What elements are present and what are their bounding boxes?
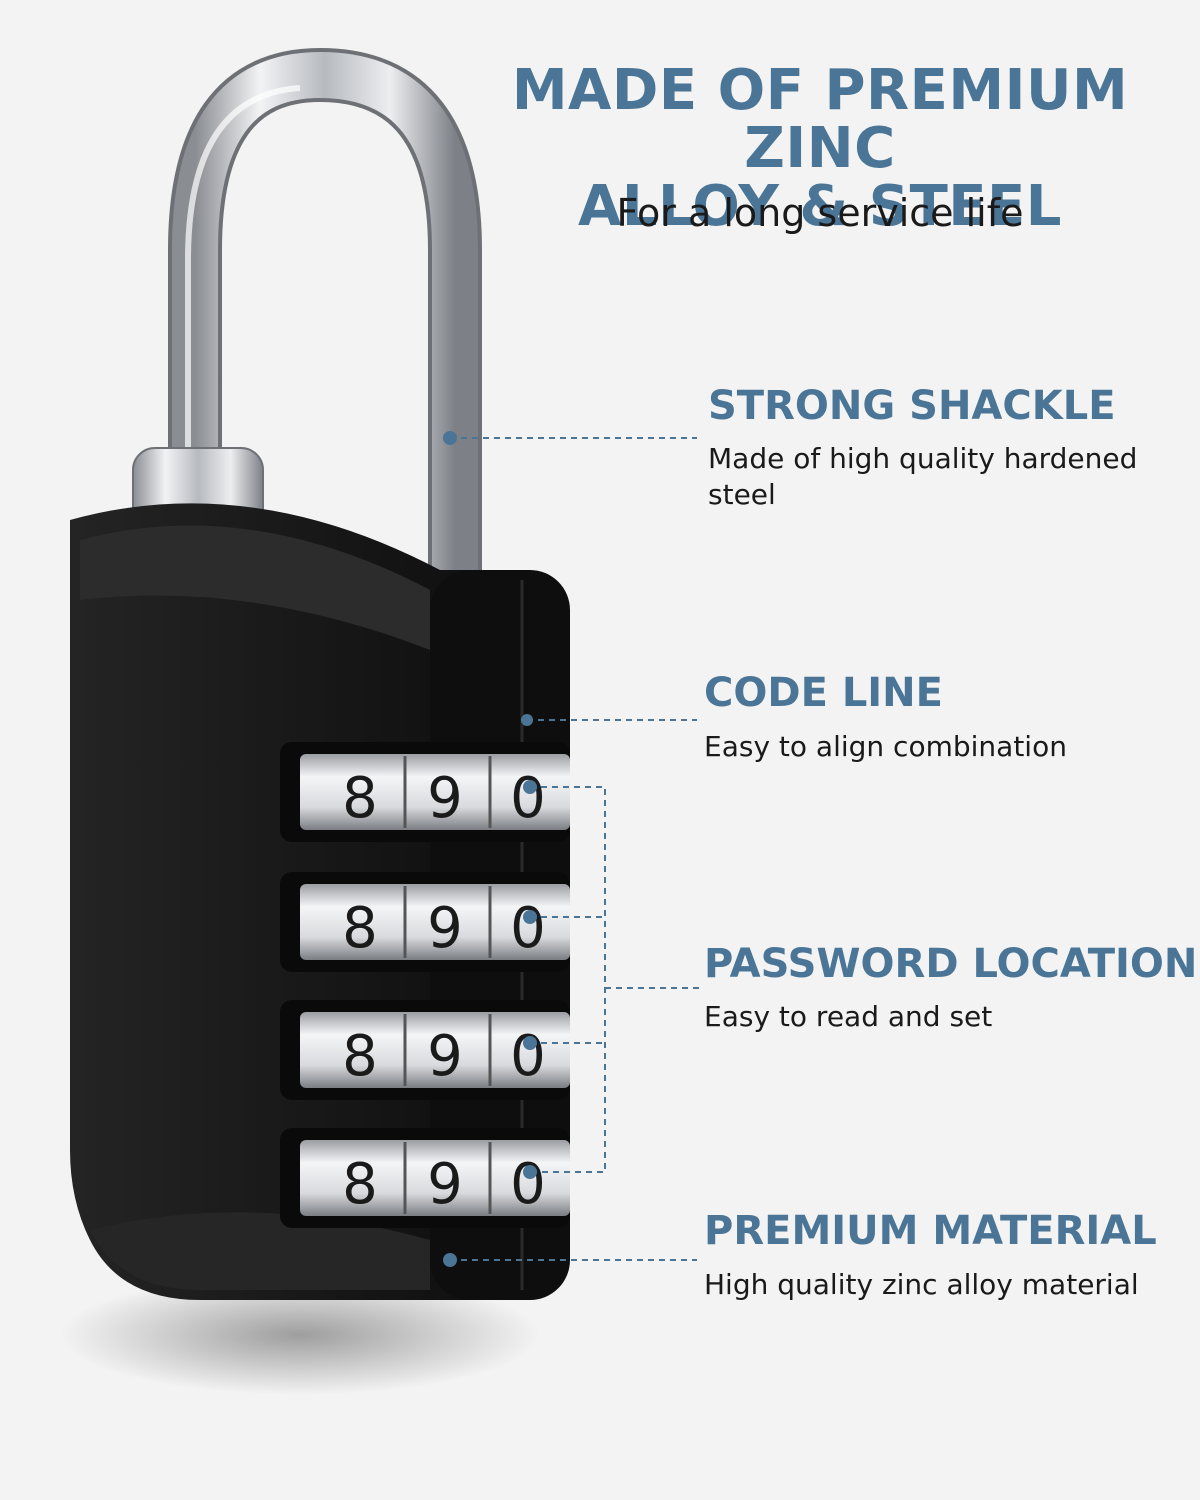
feature-strong-shackle-desc-line-2: steel [708, 478, 776, 511]
dial-3-digit-b: 9 [427, 1024, 463, 1089]
dial-2-digit-a: 8 [342, 896, 378, 961]
dial-2-dot [523, 910, 537, 924]
material-dot [443, 1253, 457, 1267]
feature-strong-shackle-desc-line-1: Made of high quality hardened [708, 442, 1138, 475]
dial-2-digit-c: 0 [510, 896, 546, 961]
feature-password-location-title: PASSWORD LOCATION [704, 941, 1198, 987]
feature-premium-material-desc: High quality zinc alloy material [704, 1268, 1139, 1301]
dial-3-digit-a: 8 [342, 1024, 378, 1089]
headline-line-2: ALLOY & STEEL [578, 174, 1062, 239]
dial-4-digit-c: 0 [510, 1152, 546, 1217]
feature-password-location-desc: Easy to read and set [704, 1000, 993, 1033]
dial-1-dot [523, 780, 537, 794]
dial-row-3: 8 9 0 [280, 1000, 570, 1100]
feature-strong-shackle-title: STRONG SHACKLE [708, 383, 1116, 429]
callout-dots [443, 431, 537, 1267]
code-line-dot [521, 714, 533, 726]
password-bracket [530, 786, 606, 1173]
feature-code-line-title: CODE LINE [704, 670, 943, 716]
headline: MADE OF PREMIUM ZINC ALLOY & STEEL [480, 62, 1160, 236]
dial-row-1: 8 9 0 [280, 742, 570, 842]
feature-strong-shackle-desc: Made of high quality hardened steel [708, 441, 1137, 513]
combination-dials: 8 9 0 8 9 0 8 9 0 [280, 742, 570, 1228]
dial-row-2: 8 9 0 [280, 872, 570, 972]
dial-4-digit-b: 9 [427, 1152, 463, 1217]
feature-code-line-desc: Easy to align combination [704, 730, 1067, 763]
dial-4-digit-a: 8 [342, 1152, 378, 1217]
shackle-dot [443, 431, 457, 445]
dial-row-4: 8 9 0 [280, 1128, 570, 1228]
headline-line-1: MADE OF PREMIUM ZINC [511, 58, 1129, 181]
lock-shadow [60, 1275, 540, 1395]
callout-lines [450, 437, 703, 1261]
dial-3-dot [523, 1036, 537, 1050]
dial-3-digit-c: 0 [510, 1024, 546, 1089]
dial-1-digit-a: 8 [342, 766, 378, 831]
dial-4-dot [523, 1165, 537, 1179]
dial-1-digit-c: 0 [510, 766, 546, 831]
dial-1-digit-b: 9 [427, 766, 463, 831]
feature-premium-material-title: PREMIUM MATERIAL [704, 1208, 1157, 1254]
headline-subtitle: For a long service life [616, 191, 1024, 235]
dial-2-digit-b: 9 [427, 896, 463, 961]
